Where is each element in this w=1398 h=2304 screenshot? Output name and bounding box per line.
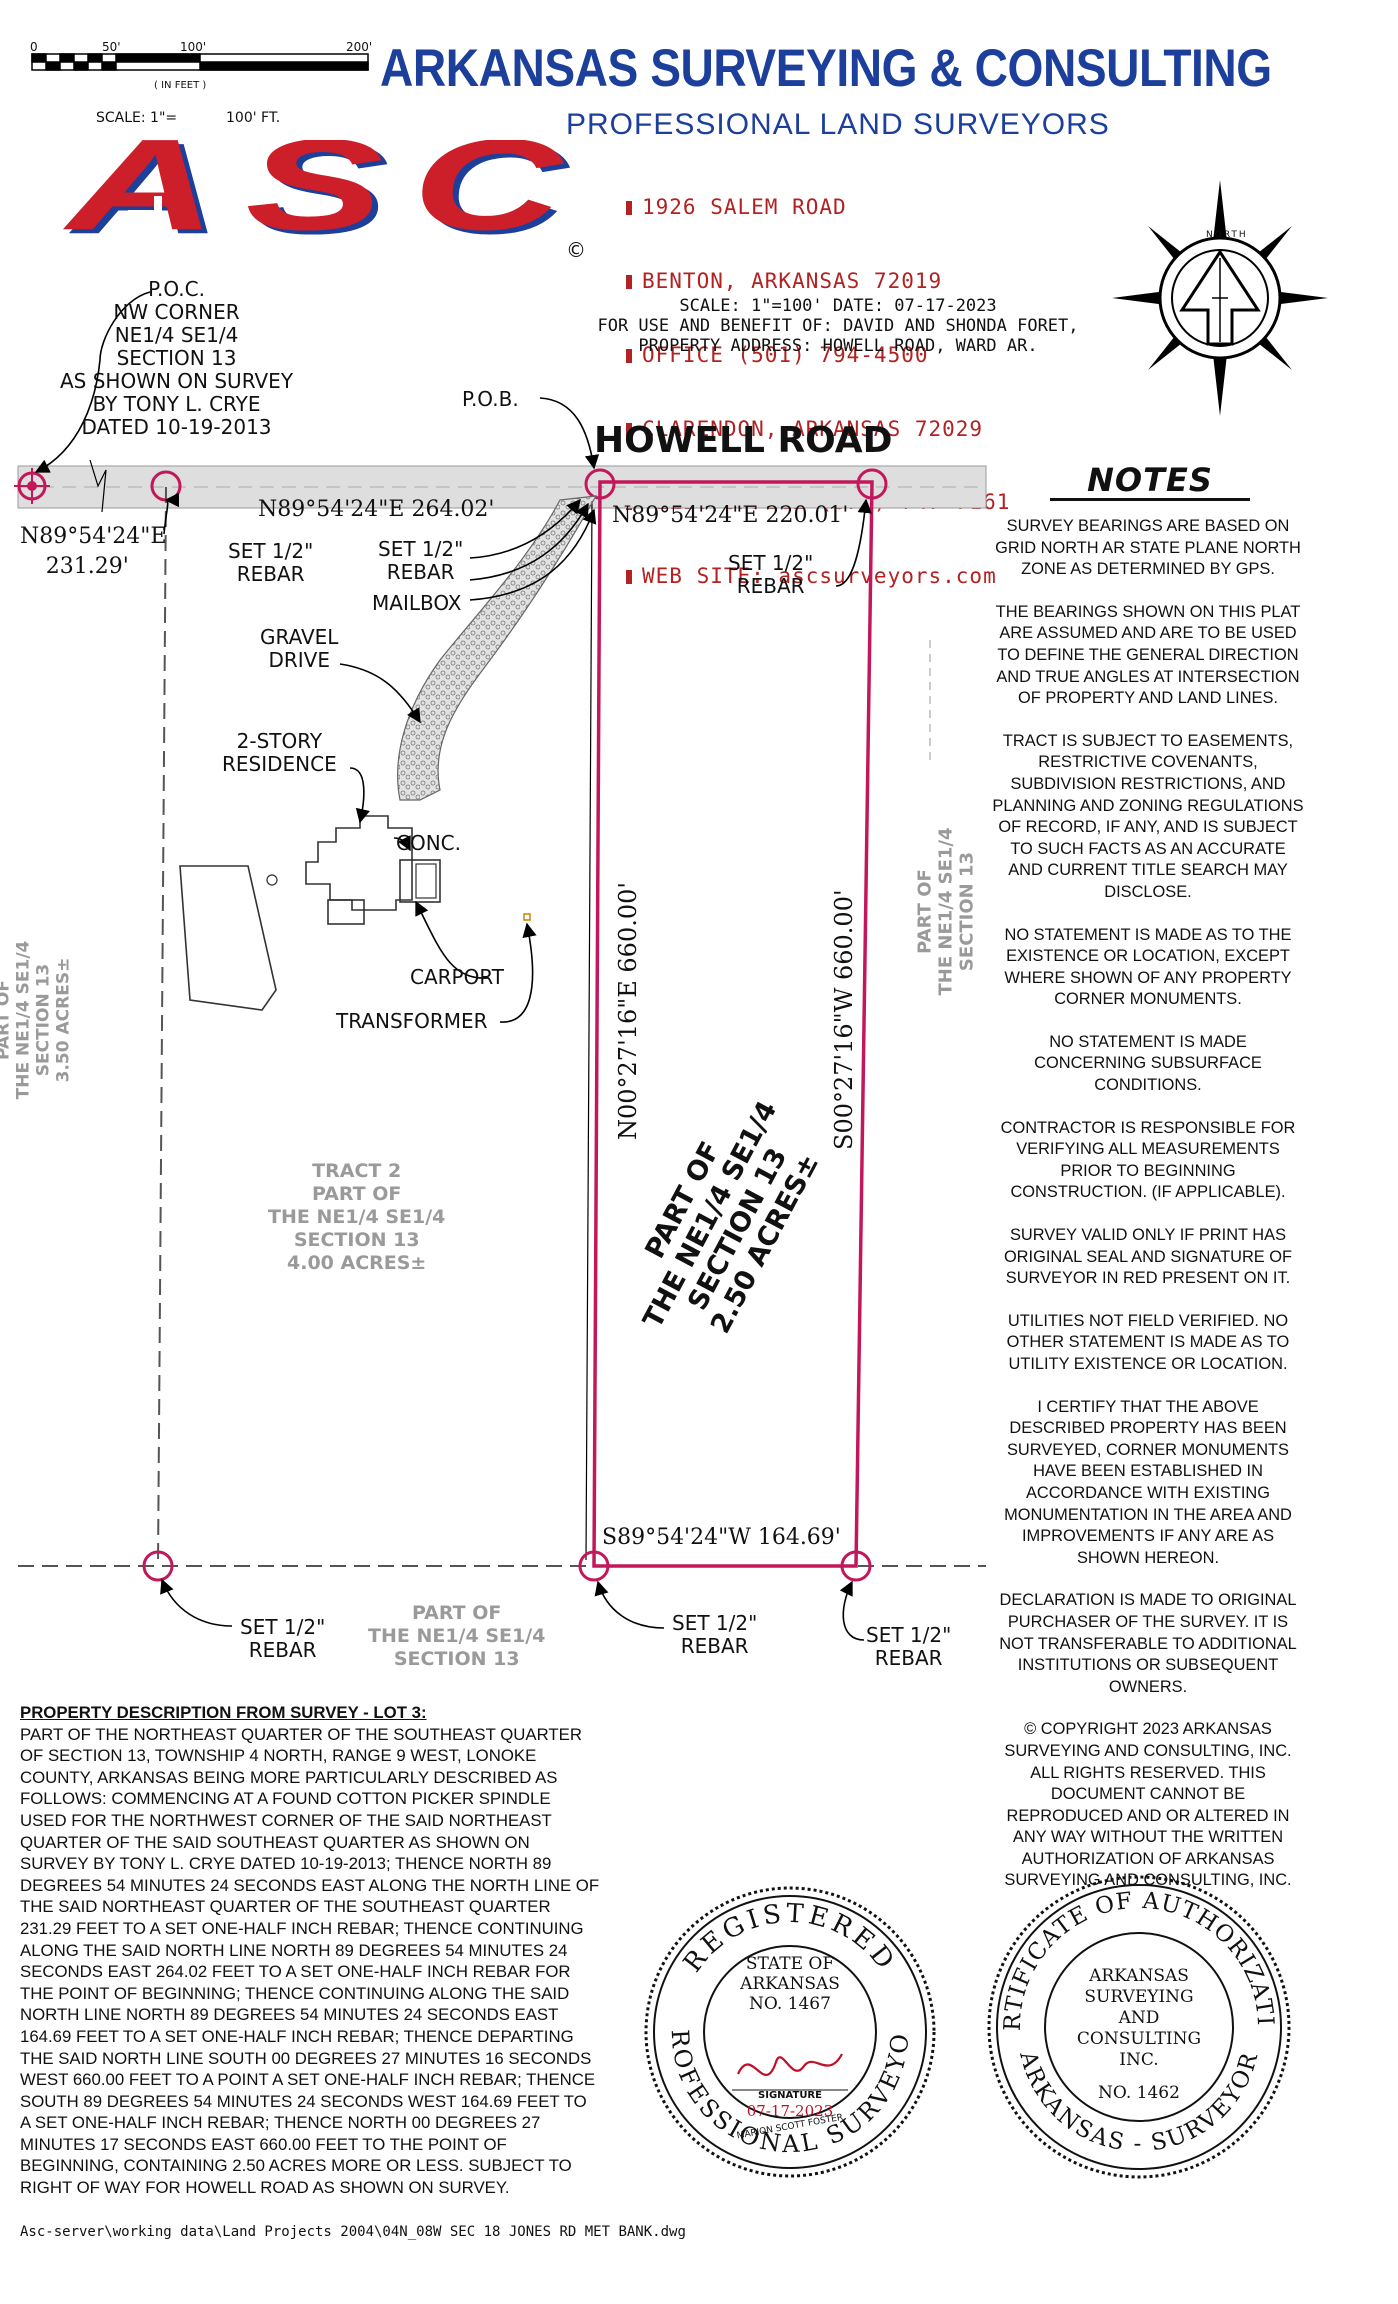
company-seal-line: INC. bbox=[1119, 2050, 1159, 2070]
file-path: Asc-server\working data\Land Projects 20… bbox=[20, 2224, 686, 2240]
note-item: THE BEARINGS SHOWN ON THIS PLAT ARE ASSU… bbox=[995, 602, 1301, 708]
east-part-label: PART OF THE NE1/4 SE1/4 SECTION 13 bbox=[914, 827, 978, 996]
address-line: PROPERTY ADDRESS: HOWELL ROAD, WARD AR. bbox=[638, 336, 1038, 356]
rebar-label: SET 1/2" REBAR bbox=[228, 539, 314, 586]
tract1-label: TRACT 1 PART OF THE NE1/4 SE1/4 SECTION … bbox=[0, 940, 74, 1100]
contact-line: WEB SITE: ascsurveyors.com bbox=[626, 564, 1010, 589]
north-arrow: NORTH bbox=[1110, 178, 1330, 418]
contact-line: OFFICE (501) 794-4500 bbox=[626, 343, 1010, 368]
south-part-label: PART OF THE NE1/4 SE1/4 SECTION 13 bbox=[368, 1602, 546, 1670]
description-title: PROPERTY DESCRIPTION FROM SURVEY - LOT 3… bbox=[20, 1703, 427, 1722]
bearing-east-side: S00°27'16"W 660.00' bbox=[830, 889, 858, 1150]
residence-label: 2-STORY RESIDENCE bbox=[222, 729, 337, 776]
note-item: NO STATEMENT IS MADE AS TO THE EXISTENCE… bbox=[1004, 925, 1292, 1009]
notes-title: NOTES bbox=[1050, 462, 1250, 501]
note-item: SURVEY BEARINGS ARE BASED ON GRID NORTH … bbox=[995, 517, 1301, 579]
note-item: I CERTIFY THAT THE ABOVE DESCRIBED PROPE… bbox=[1004, 1397, 1292, 1567]
scale-value: 100' FT. bbox=[226, 110, 281, 126]
contact-line: 1926 SALEM ROAD bbox=[626, 195, 1010, 220]
property-description: PROPERTY DESCRIPTION FROM SURVEY - LOT 3… bbox=[20, 1702, 600, 2199]
seal-signature-label: SIGNATURE bbox=[758, 2090, 822, 2101]
contact-line: CLARENDON, ARKANSAS 72029 bbox=[626, 417, 1010, 442]
note-item: DECLARATION IS MADE TO ORIGINAL PURCHASE… bbox=[999, 1591, 1297, 1696]
tract-line-west bbox=[157, 486, 167, 1566]
road-name: HOWELL ROAD bbox=[594, 420, 893, 461]
note-item: TRACT IS SUBJECT TO EASEMENTS, RESTRICTI… bbox=[992, 731, 1304, 901]
company-seal-number: NO. 1462 bbox=[1098, 2083, 1180, 2103]
contact-line: BENTON, ARKANSAS 72019 bbox=[626, 269, 1010, 294]
scale-label: SCALE: 1"= bbox=[96, 110, 178, 126]
scale-bar: 0 50' 100' 200' ( IN FEET ) SCALE: 1"= 1… bbox=[30, 40, 373, 130]
bearing-south-label: S89°54'24"W 164.69' bbox=[602, 1525, 841, 1550]
monument-rebar bbox=[856, 468, 888, 500]
rebar-label: SET 1/2" REBAR bbox=[378, 537, 464, 584]
surveyor-seal-ring: REGISTERED PROFESSIONAL SURVEYOR bbox=[631, 1862, 936, 2178]
company-seal-line: ARKANSAS bbox=[1089, 1966, 1189, 1986]
tract2-label: TRACT 2 PART OF THE NE1/4 SE1/4 SECTION … bbox=[268, 1160, 446, 1274]
carport bbox=[415, 863, 437, 899]
north-label: NORTH bbox=[1206, 230, 1248, 240]
note-item: NO STATEMENT IS MADE CONCERNING SUBSURFA… bbox=[1034, 1032, 1262, 1095]
rebar-label: SET 1/2" REBAR bbox=[866, 1623, 952, 1670]
benefit-line: FOR USE AND BENEFIT OF: DAVID AND SHONDA… bbox=[597, 316, 1079, 336]
well bbox=[266, 874, 278, 886]
monument-poc bbox=[14, 468, 50, 504]
company-seal: CERTIFICATE OF AUTHORIZATION ARKANSAS - … bbox=[975, 1854, 1292, 2180]
survey-info: SCALE: 1"=100' DATE: 07-17-2023 FOR USE … bbox=[558, 296, 1118, 356]
company-seal-ring: CERTIFICATE OF AUTHORIZATION ARKANSAS - … bbox=[975, 1854, 1291, 2179]
firm-subtitle: PROFESSIONAL LAND SURVEYORS bbox=[566, 108, 1110, 141]
scale-bar-graphic bbox=[31, 53, 369, 71]
logo-copyright: © bbox=[566, 238, 586, 262]
rebar-label: SET 1/2" REBAR bbox=[728, 551, 814, 598]
bearing-mid-label: N89°54'24"E 264.02' bbox=[258, 497, 495, 522]
bearing-west-label: N89°54'24"E 231.29' bbox=[20, 524, 167, 579]
note-item: SURVEY VALID ONLY IF PRINT HAS ORIGINAL … bbox=[1003, 1226, 1293, 1288]
rebar-label: SET 1/2" REBAR bbox=[240, 1615, 326, 1662]
note-item: © COPYRIGHT 2023 ARKANSAS SURVEYING AND … bbox=[1004, 1720, 1292, 1890]
pob-label: P.O.B. bbox=[462, 387, 519, 411]
monument-rebar bbox=[142, 1550, 174, 1582]
conc-label: CONC. bbox=[396, 831, 461, 855]
scale-tick-0: 0 bbox=[30, 40, 38, 54]
mailbox-label: MAILBOX bbox=[372, 591, 462, 615]
rebar-label: SET 1/2" REBAR bbox=[672, 1611, 758, 1658]
scale-tick-50: 50' bbox=[102, 40, 121, 54]
scale-date-line: SCALE: 1"=100' DATE: 07-17-2023 bbox=[679, 296, 997, 316]
gravel-drive bbox=[397, 495, 598, 801]
description-body: PART OF THE NORTHEAST QUARTER OF THE SOU… bbox=[20, 1724, 600, 2198]
transformer bbox=[523, 913, 531, 921]
scale-tick-200: 200' bbox=[346, 40, 373, 54]
carport-label: CARPORT bbox=[410, 965, 505, 989]
poc-label: P.O.C. NW CORNER NE1/4 SE1/4 SECTION 13 … bbox=[60, 277, 294, 439]
scale-tick-100: 100' bbox=[180, 40, 207, 54]
notes-list: SURVEY BEARINGS ARE BASED ON GRID NORTH … bbox=[992, 516, 1304, 1913]
seal-date: 07-17-2023 bbox=[746, 2102, 834, 2120]
bearing-north-label: N89°54'24"E 220.01' bbox=[612, 503, 849, 528]
note-item: CONTRACTOR IS RESPONSIBLE FOR VERIFYING … bbox=[1000, 1118, 1296, 1202]
property-boundary bbox=[592, 480, 874, 1568]
monument-rebar bbox=[578, 1550, 610, 1582]
seal-state-name: ARKANSAS bbox=[740, 1974, 840, 1994]
gravel-drive-label: GRAVEL DRIVE bbox=[260, 625, 339, 672]
bearing-west-side: N00°27'16"E 660.00' bbox=[614, 882, 642, 1140]
surveyor-seal: REGISTERED PROFESSIONAL SURVEYOR STATE O… bbox=[631, 1862, 938, 2180]
north-arrow-icon bbox=[1112, 180, 1328, 416]
transformer-label: TRANSFORMER bbox=[336, 1009, 488, 1033]
outbuilding bbox=[179, 865, 277, 1011]
firm-name: ARKANSAS SURVEYING & CONSULTING bbox=[380, 39, 1272, 98]
seal-state: STATE OF bbox=[745, 1954, 835, 1974]
seal-number: NO. 1467 bbox=[749, 1994, 831, 2014]
company-seal-line: CONSULTING bbox=[1076, 2029, 1202, 2049]
note-item: UTILITIES NOT FIELD VERIFIED. NO OTHER S… bbox=[1006, 1311, 1290, 1373]
monument-pob bbox=[584, 468, 616, 500]
scale-unit: ( IN FEET ) bbox=[154, 80, 207, 91]
monument-rebar bbox=[840, 1550, 872, 1582]
company-seal-line: SURVEYING AND bbox=[1084, 1987, 1194, 2028]
